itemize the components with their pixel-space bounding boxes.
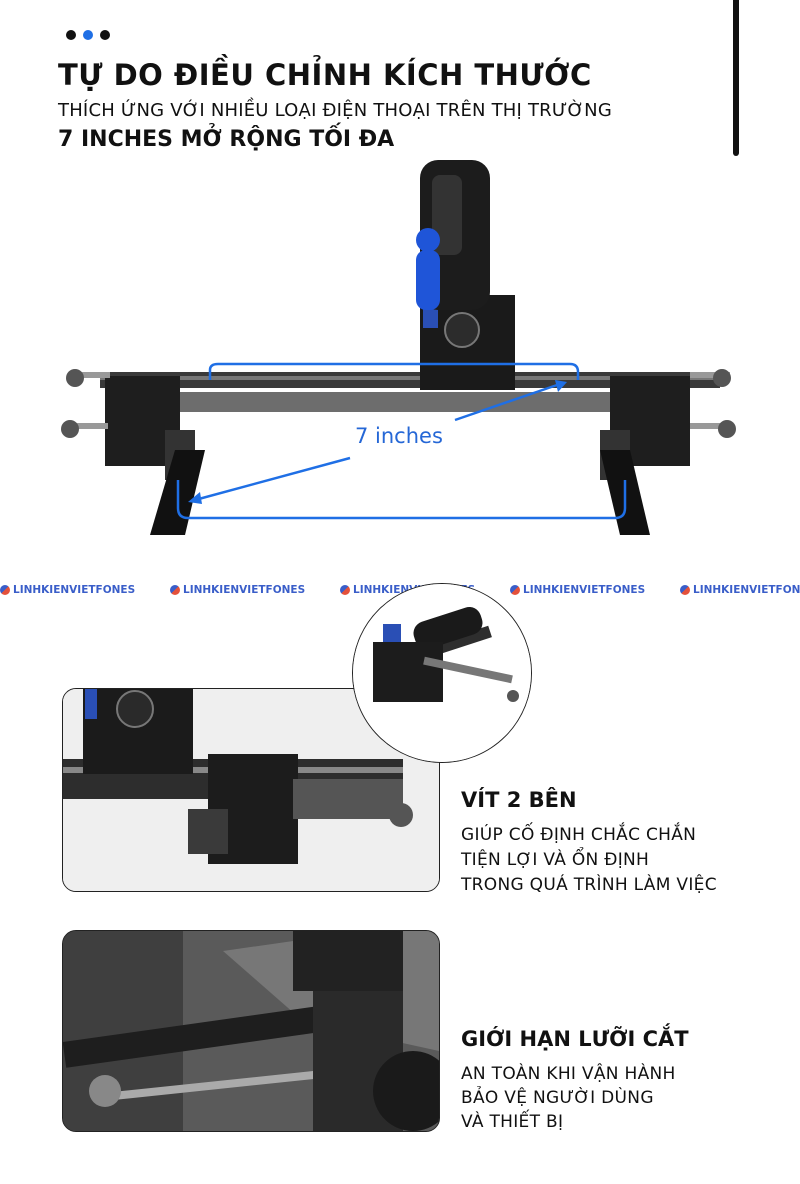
dot-indicator-active	[83, 30, 93, 40]
product-hero-image: 7 inches	[61, 160, 736, 535]
feature-description-line: AN TOÀN KHI VẬN HÀNH	[461, 1064, 676, 1084]
feature-description-line: GIÚP CỐ ĐỊNH CHẮC CHẮN	[461, 825, 697, 845]
dimension-label: 7 inches	[355, 424, 443, 448]
page-highlight: 7 INCHES MỞ RỘNG TỐI ĐA	[58, 127, 395, 152]
page-subtitle: THÍCH ỨNG VỚI NHIỀU LOẠI ĐIỆN THOẠI TRÊN…	[58, 100, 612, 121]
feature-description-line: TIỆN LỢI VÀ ỔN ĐỊNH	[461, 850, 650, 870]
feature-image-blade-limit	[62, 930, 440, 1132]
page-title: TỰ DO ĐIỀU CHỈNH KÍCH THƯỚC	[58, 58, 592, 92]
watermark: LINHKIENVIETFONES	[0, 584, 135, 596]
watermark: LINHKIENVIETFONES	[510, 584, 645, 596]
carousel-dots	[66, 30, 110, 40]
dot-indicator	[100, 30, 110, 40]
feature-description-line: VÀ THIẾT BỊ	[461, 1112, 564, 1132]
decorative-bar	[733, 0, 739, 156]
watermark: LINHKIENVIETFONES	[170, 584, 305, 596]
feature-image-side-screw	[62, 688, 440, 892]
feature-description-line: BẢO VỆ NGƯỜI DÙNG	[461, 1088, 654, 1108]
brand-logo-icon	[170, 585, 180, 595]
watermark: LINHKIENVIETFONES	[680, 584, 800, 596]
feature-description-line: TRONG QUÁ TRÌNH LÀM VIỆC	[461, 875, 717, 895]
brand-logo-icon	[340, 585, 350, 595]
brand-logo-icon	[680, 585, 690, 595]
feature-title: VÍT 2 BÊN	[461, 788, 577, 812]
brand-logo-icon	[510, 585, 520, 595]
feature-title: GIỚI HẠN LƯỠI CẮT	[461, 1027, 689, 1051]
dot-indicator	[66, 30, 76, 40]
feature-zoom-detail	[352, 583, 532, 763]
brand-logo-icon	[0, 585, 10, 595]
